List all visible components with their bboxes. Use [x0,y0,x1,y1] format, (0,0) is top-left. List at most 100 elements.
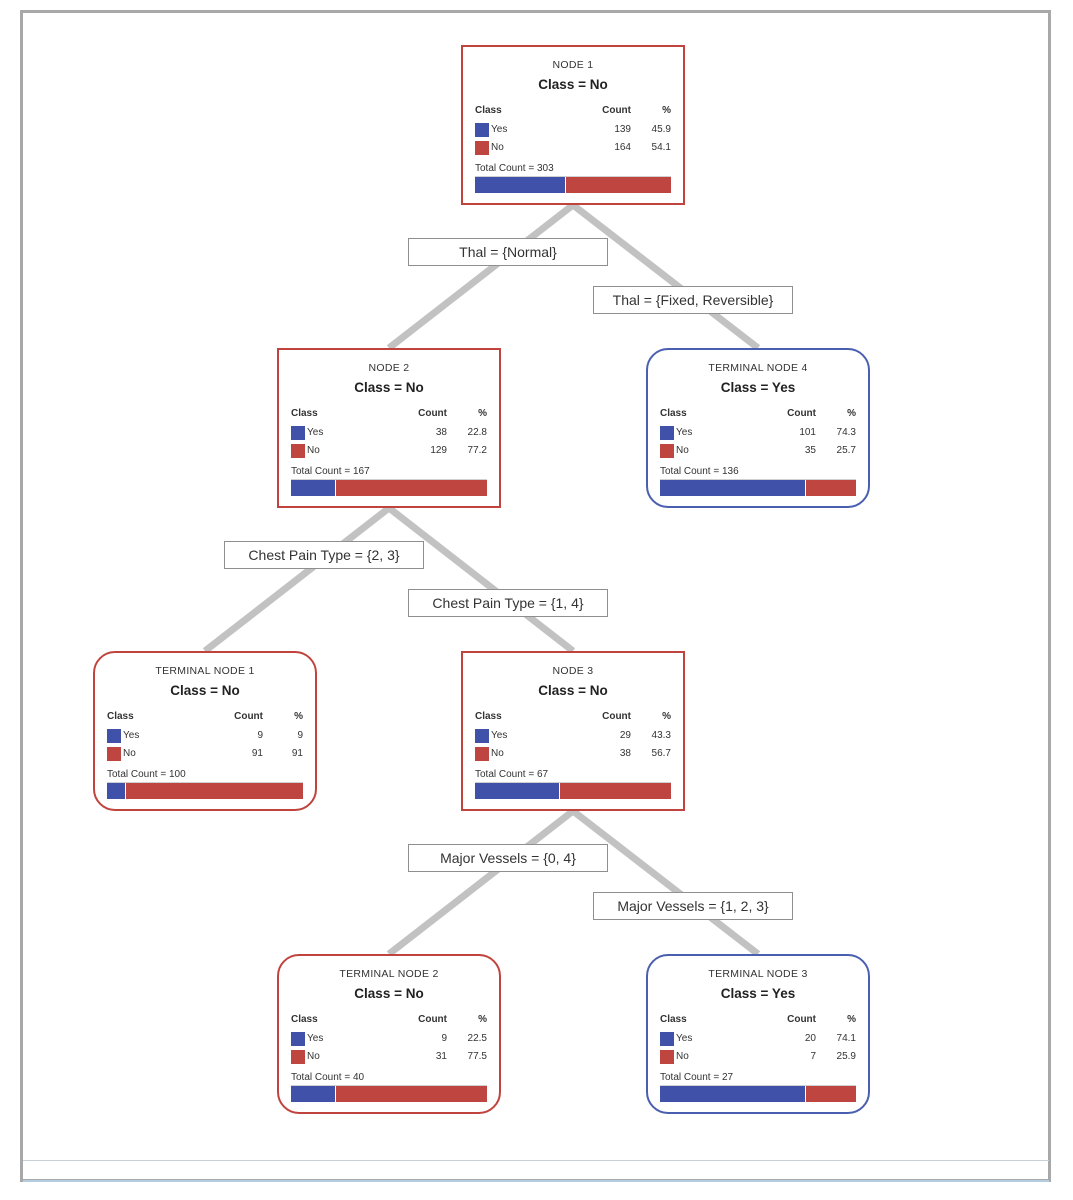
class-column-header: Class [291,408,318,419]
no-color-swatch [291,1050,305,1064]
node-title: NODE 3 [552,665,594,677]
node-class-label: Class = Yes [720,380,796,395]
no-color-swatch [660,1050,674,1064]
class-name: Yes [307,427,324,438]
total-count: Total Count = 167 [291,466,370,477]
class-count: 91 [251,748,263,759]
class-column-header: Class [475,105,502,116]
yes-proportion-segment [660,1086,805,1102]
class-percent: 22.5 [467,1033,487,1044]
yes-proportion-segment [291,480,336,496]
class-column-header: Class [107,711,134,722]
no-proportion-segment [564,177,671,193]
class-proportion-bar [291,1086,487,1102]
node-title: TERMINAL NODE 2 [339,968,439,980]
node-class-label: Class = No [170,683,240,698]
edge-node2-to-node3 [386,505,576,654]
class-percent: 25.7 [836,445,856,456]
class-proportion-bar [660,1086,856,1102]
class-count: 129 [430,445,447,456]
class-percent: 56.7 [651,748,671,759]
yes-color-swatch [291,426,305,440]
edge-node1-to-terminal4 [570,202,761,351]
total-divider [660,479,856,480]
node-class-label: Class = No [538,77,608,92]
count-column-header: Count [418,408,447,419]
no-proportion-segment [124,783,303,799]
count-column-header: Count [602,711,631,722]
total-count: Total Count = 67 [475,769,549,780]
class-count: 7 [810,1051,816,1062]
class-proportion-bar [291,480,487,496]
percent-column-header: % [294,711,303,722]
class-name: Yes [676,427,693,438]
split-node2-left-label: Chest Pain Type = {2, 3} [224,541,424,569]
yes-proportion-segment [475,177,565,193]
yes-color-swatch [660,426,674,440]
class-count: 20 [804,1033,816,1044]
class-proportion-bar [475,177,671,193]
yes-proportion-segment [291,1086,335,1102]
class-proportion-bar [660,480,856,496]
no-color-swatch [475,141,489,155]
class-name: No [676,1051,689,1062]
yes-color-swatch [107,729,121,743]
no-color-swatch [291,444,305,458]
node-class-label: Class = No [354,986,424,1001]
count-column-header: Count [234,711,263,722]
class-proportion-bar [475,783,671,799]
yes-proportion-segment [475,783,560,799]
class-count: 35 [804,445,816,456]
class-column-header: Class [291,1014,318,1025]
count-column-header: Count [602,105,631,116]
class-name: Yes [491,124,508,135]
yes-color-swatch [475,729,489,743]
no-proportion-segment [804,1086,856,1102]
total-count: Total Count = 303 [475,163,554,174]
split-node3-left-label: Major Vessels = {0, 4} [408,844,608,872]
percent-column-header: % [847,408,856,419]
class-percent: 74.1 [836,1033,856,1044]
percent-column-header: % [478,1014,487,1025]
total-divider [475,176,671,177]
yes-color-swatch [291,1032,305,1046]
footer-scrollbar-track [23,1180,1049,1182]
class-proportion-bar [107,783,303,799]
no-color-swatch [660,444,674,458]
node-title: TERMINAL NODE 1 [155,665,255,677]
edge-node3-to-terminal3 [570,808,761,957]
yes-color-swatch [475,123,489,137]
class-name: No [307,1051,320,1062]
footer-divider [23,1160,1049,1161]
total-count: Total Count = 100 [107,769,186,780]
class-count: 101 [799,427,816,438]
class-percent: 77.5 [467,1051,487,1062]
class-count: 31 [435,1051,447,1062]
class-column-header: Class [660,1014,687,1025]
class-count: 164 [614,142,631,153]
no-proportion-segment [559,783,671,799]
split-node1-right-label: Thal = {Fixed, Reversible} [593,286,793,314]
class-row-no: No 31 77.5 [291,1050,487,1066]
no-color-swatch [475,747,489,761]
class-percent: 9 [297,730,303,741]
class-column-header: Class [660,408,687,419]
class-name: No [491,748,504,759]
node-class-label: Class = No [538,683,608,698]
